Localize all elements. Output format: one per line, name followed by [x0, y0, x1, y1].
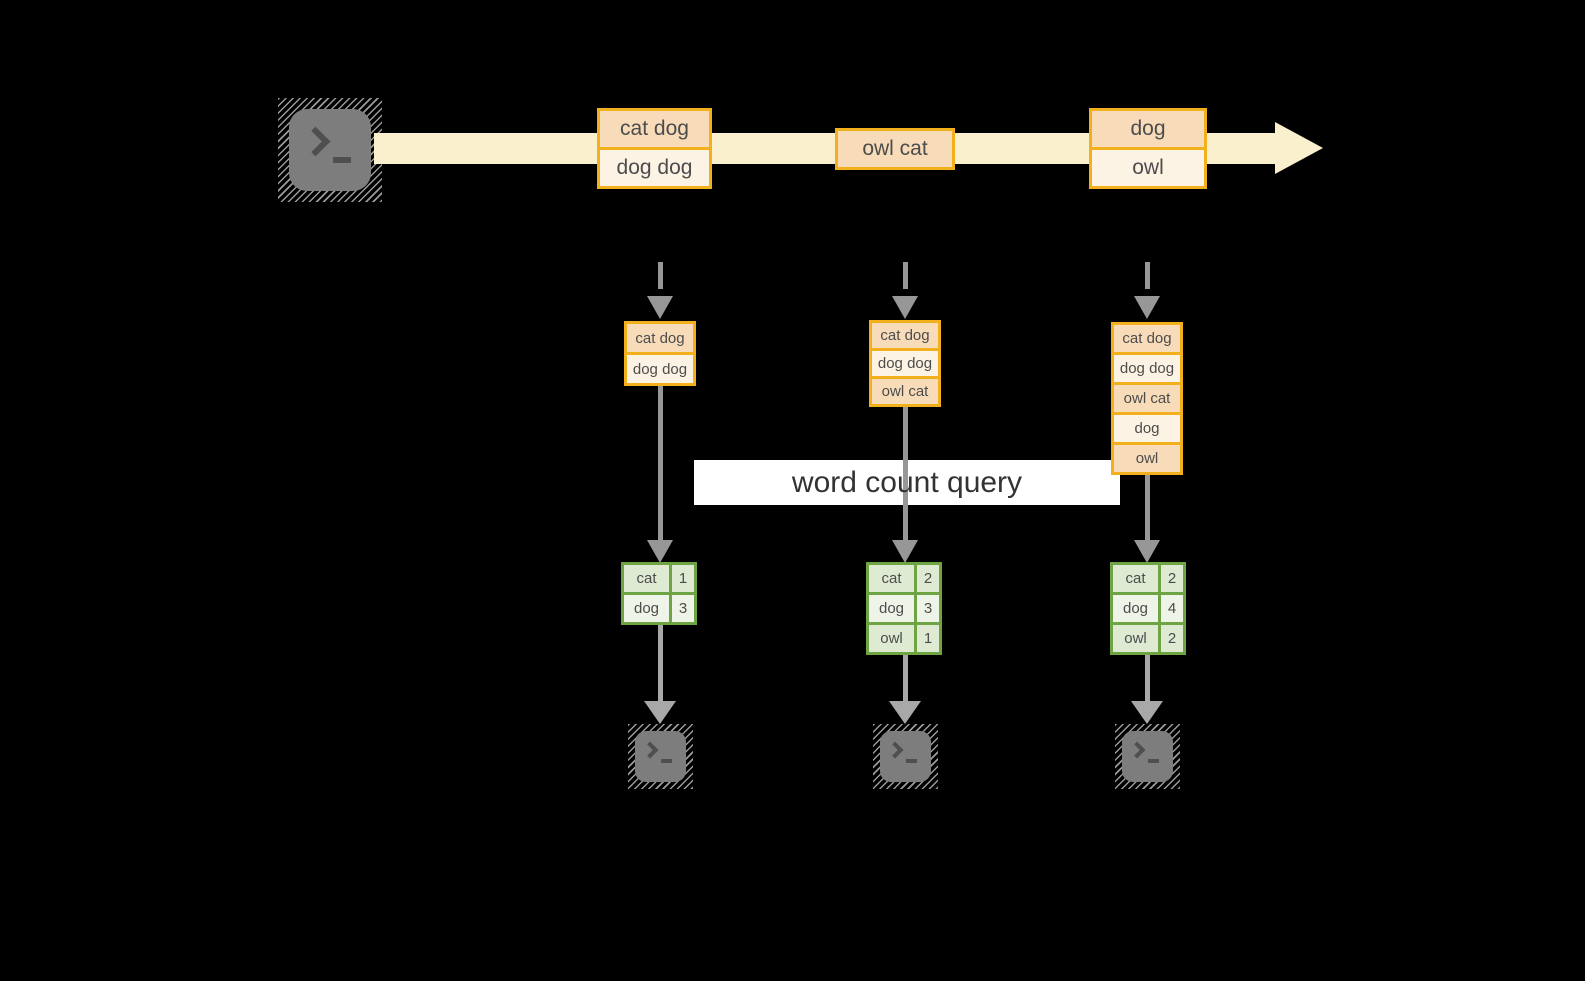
prompt-chevron-icon: [886, 741, 904, 759]
count-cell: 3: [672, 595, 694, 622]
event-record: owl cat: [838, 131, 952, 167]
word-cell: dog: [624, 595, 672, 622]
count-cell: 3: [917, 595, 939, 622]
word-cell: dog: [1113, 595, 1161, 622]
sink-terminal-icon: [1115, 724, 1180, 789]
prompt-chevron-icon: [641, 741, 659, 759]
event-record: dog: [1092, 111, 1204, 147]
sink-line: [658, 625, 663, 702]
table-row: dog 4: [1113, 592, 1183, 622]
dashed-arrow-head-icon: [892, 296, 918, 319]
table-row: cat 2: [1113, 565, 1183, 592]
sink-terminal-icon: [628, 724, 693, 789]
state-record: dog: [1114, 412, 1180, 442]
stream-arrowhead-icon: [1275, 122, 1323, 174]
word-cell: cat: [624, 565, 672, 592]
state-record: cat dog: [872, 323, 938, 348]
prompt-cursor-icon: [661, 759, 672, 763]
prompt-cursor-icon: [906, 759, 917, 763]
state-record: dog dog: [872, 348, 938, 376]
prompt-cursor-icon: [1148, 759, 1159, 763]
word-cell: dog: [869, 595, 917, 622]
word-cell: cat: [1113, 565, 1161, 592]
state-record: owl: [1114, 442, 1180, 472]
count-cell: 2: [917, 565, 939, 592]
prompt-chevron-icon: [300, 126, 331, 157]
state-box: cat dog dog dog: [624, 321, 696, 386]
state-record: cat dog: [627, 324, 693, 352]
flow-line: [1145, 475, 1150, 542]
word-cell: cat: [869, 565, 917, 592]
source-terminal-icon: [278, 98, 382, 202]
table-row: dog 3: [869, 592, 939, 622]
terminal-screen: [1122, 731, 1173, 782]
flow-arrow-head-icon: [647, 540, 673, 563]
prompt-chevron-icon: [1128, 741, 1146, 759]
event-record: owl: [1092, 147, 1204, 186]
dashed-arrow-line: [903, 262, 908, 289]
dashed-arrow-head-icon: [647, 296, 673, 319]
state-record: dog dog: [1114, 352, 1180, 382]
count-cell: 1: [672, 565, 694, 592]
dashed-arrow-line: [1145, 262, 1150, 289]
event-record: dog dog: [600, 147, 709, 186]
count-cell: 4: [1161, 595, 1183, 622]
terminal-screen: [289, 109, 371, 191]
count-cell: 2: [1161, 625, 1183, 652]
query-banner: word count query: [694, 460, 1120, 505]
dashed-arrow-head-icon: [1134, 296, 1160, 319]
table-row: dog 3: [624, 592, 694, 622]
sink-arrow-head-icon: [1131, 701, 1163, 724]
word-cell: owl: [1113, 625, 1161, 652]
word-count-table: cat 2 dog 3 owl 1: [866, 562, 942, 655]
count-cell: 2: [1161, 565, 1183, 592]
query-label: word count query: [791, 465, 1023, 499]
sink-terminal-icon: [873, 724, 938, 789]
state-record: owl cat: [872, 376, 938, 404]
flow-arrow-head-icon: [892, 540, 918, 563]
stream-event-box: cat dog dog dog: [597, 108, 712, 189]
sink-arrow-head-icon: [644, 701, 676, 724]
table-row: owl 1: [869, 622, 939, 652]
state-record: cat dog: [1114, 325, 1180, 352]
state-box: cat dog dog dog owl cat dog owl: [1111, 322, 1183, 475]
flow-arrow-head-icon: [1134, 540, 1160, 563]
state-record: owl cat: [1114, 382, 1180, 412]
state-record: dog dog: [627, 352, 693, 383]
stream-event-box: dog owl: [1089, 108, 1207, 189]
count-cell: 1: [917, 625, 939, 652]
sink-arrow-head-icon: [889, 701, 921, 724]
table-row: owl 2: [1113, 622, 1183, 652]
table-row: cat 1: [624, 565, 694, 592]
dashed-arrow-line: [658, 262, 663, 289]
word-count-table: cat 2 dog 4 owl 2: [1110, 562, 1186, 655]
event-record: cat dog: [600, 111, 709, 147]
word-count-table: cat 1 dog 3: [621, 562, 697, 625]
prompt-cursor-icon: [333, 157, 351, 163]
table-row: cat 2: [869, 565, 939, 592]
sink-line: [903, 655, 908, 702]
flow-line: [658, 386, 663, 542]
state-box: cat dog dog dog owl cat: [869, 320, 941, 407]
sink-line: [1145, 655, 1150, 702]
flow-line: [903, 407, 908, 542]
terminal-screen: [635, 731, 686, 782]
terminal-screen: [880, 731, 931, 782]
word-cell: owl: [869, 625, 917, 652]
stream-event-box: owl cat: [835, 128, 955, 170]
